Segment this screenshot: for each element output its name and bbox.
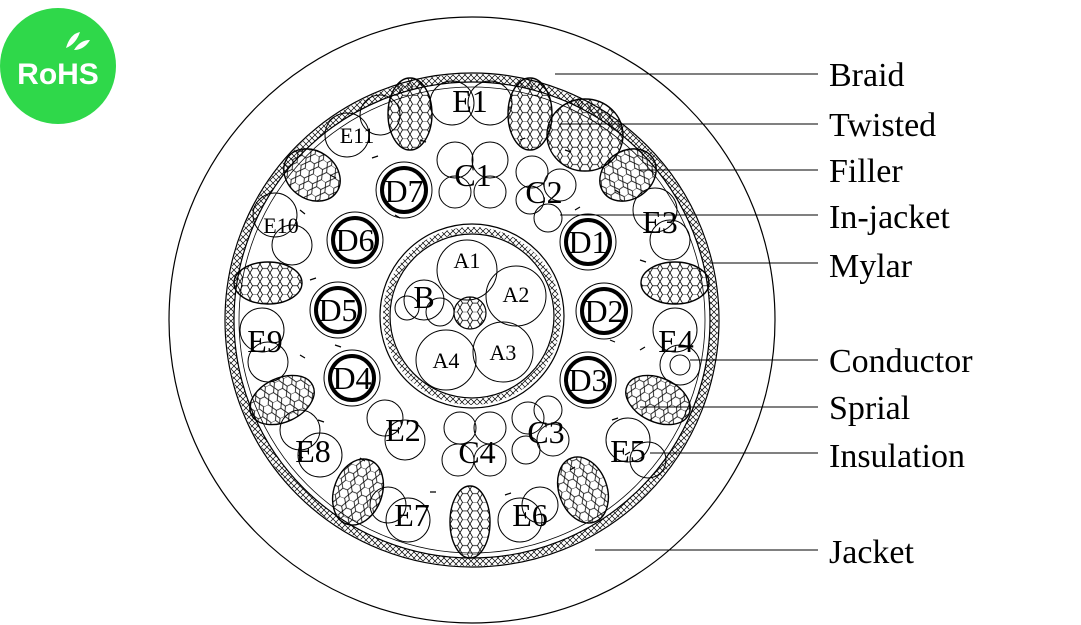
- twisted-fillers: [233, 77, 710, 559]
- label-d4: D4: [332, 360, 371, 396]
- callout-jacket: Jacket: [829, 534, 915, 571]
- braid-outer-ring: [224, 72, 720, 568]
- label-e7: E7: [394, 497, 430, 533]
- label-d2: D2: [584, 293, 623, 329]
- callout-insulation: Insulation: [829, 438, 965, 475]
- label-d5: D5: [318, 292, 357, 328]
- label-c1: C1: [454, 157, 491, 193]
- d-shielded-rings: [309, 161, 633, 409]
- twisted-filler: [507, 77, 553, 151]
- in-jacket-braid: [383, 227, 561, 405]
- label-e3: E3: [642, 204, 678, 240]
- callout-labels: BraidTwistedFillerIn-jacketMylarConducto…: [829, 57, 973, 571]
- label-a1: A1: [454, 248, 481, 273]
- callout-twisted: Twisted: [829, 107, 936, 144]
- label-a4: A4: [433, 348, 460, 373]
- label-e2: E2: [385, 412, 421, 448]
- label-b: B: [413, 279, 434, 315]
- label-d3: D3: [568, 362, 607, 398]
- twisted-filler: [599, 148, 657, 202]
- e-pair-circles: [239, 80, 701, 543]
- callout-braid: Braid: [829, 57, 905, 94]
- label-e11: E11: [340, 123, 375, 148]
- callout-leader-lines: [555, 73, 818, 551]
- twisted-filler: [556, 456, 610, 524]
- braid-layer: [226, 74, 718, 566]
- label-a2: A2: [503, 282, 530, 307]
- core-center-conductor: [453, 296, 487, 330]
- label-e4: E4: [658, 323, 694, 359]
- in-jacket-inner-ring: [389, 233, 555, 399]
- callout-filler: Filler: [829, 153, 903, 190]
- twisted-filler: [249, 374, 315, 426]
- label-a3: A3: [490, 340, 517, 365]
- rohs-logo: RoHS: [0, 8, 116, 124]
- twisted-filler: [449, 485, 491, 559]
- label-e9: E9: [247, 323, 283, 359]
- label-c4: C4: [458, 434, 495, 470]
- label-d1: D1: [568, 224, 607, 260]
- label-c3: C3: [527, 414, 564, 450]
- twisted-filler: [640, 261, 710, 305]
- callout-sprial: Sprial: [829, 390, 910, 427]
- core-conductors: [394, 239, 547, 391]
- c-pair-circles: [436, 141, 577, 477]
- rohs-logo-text: RoHS: [17, 58, 99, 91]
- leaf-icon: [66, 32, 90, 50]
- label-e1: E1: [452, 83, 488, 119]
- label-e5: E5: [610, 433, 646, 469]
- jacket-outer-ring: [168, 16, 776, 624]
- label-e6: E6: [512, 497, 548, 533]
- rohs-logo-circle: [0, 8, 116, 124]
- label-d6: D6: [335, 222, 374, 258]
- callout-mylar: Mylar: [829, 248, 913, 285]
- in-jacket-ring: [379, 223, 565, 409]
- twisted-filler: [283, 148, 341, 202]
- label-e8: E8: [295, 433, 331, 469]
- callout-conductor: Conductor: [829, 343, 973, 380]
- label-c2: C2: [525, 174, 562, 210]
- twisted-filler: [233, 261, 303, 305]
- label-e10: E10: [263, 213, 298, 238]
- filler-strokes: [297, 137, 647, 496]
- callout-in-jacket: In-jacket: [829, 199, 950, 236]
- twisted-filler: [387, 77, 433, 151]
- label-d7: D7: [384, 173, 423, 209]
- twisted-filler: [546, 98, 624, 172]
